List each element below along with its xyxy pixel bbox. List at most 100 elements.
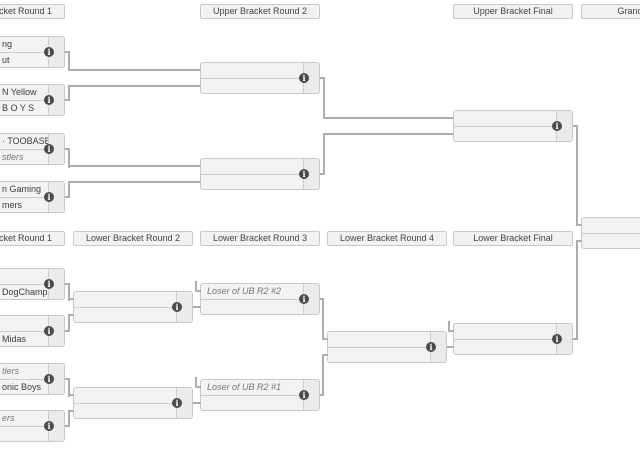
connector-line bbox=[69, 85, 200, 87]
connector-line bbox=[320, 394, 324, 396]
team-slot bbox=[454, 324, 572, 340]
header-lower-bracket-round-3: Lower Bracket Round 3 bbox=[200, 231, 320, 246]
info-icon[interactable]: i bbox=[299, 293, 309, 304]
header-lower-bracket-final: Lower Bracket Final bbox=[453, 231, 573, 246]
team-slot: onic Boys bbox=[0, 380, 64, 395]
match-ub-r1-1[interactable]: ng ut i bbox=[0, 36, 65, 68]
info-icon[interactable]: i bbox=[44, 191, 54, 202]
team-slot: stlers bbox=[0, 150, 64, 165]
connector-line bbox=[65, 425, 70, 427]
info-icon[interactable]: i bbox=[552, 120, 562, 131]
connector-line bbox=[322, 298, 324, 340]
connector-line bbox=[323, 133, 325, 175]
connector-line bbox=[320, 298, 324, 300]
connector-line bbox=[68, 148, 70, 168]
match-ub-r1-3[interactable]: · TOOBASED stlers i bbox=[0, 133, 65, 165]
match-lb-r2-1[interactable]: i bbox=[73, 291, 193, 323]
connector-line bbox=[320, 77, 325, 79]
connector-line bbox=[69, 314, 74, 316]
info-icon[interactable]: i bbox=[44, 373, 54, 384]
match-ub-r2-1[interactable]: i bbox=[200, 62, 320, 94]
team-slot bbox=[582, 234, 640, 249]
match-ub-r1-4[interactable]: n Gaming mers i bbox=[0, 181, 65, 213]
info-icon[interactable]: i bbox=[44, 94, 54, 105]
team-name: mers bbox=[2, 200, 22, 210]
connector-line bbox=[68, 181, 70, 198]
info-icon[interactable]: i bbox=[426, 341, 436, 352]
info-icon[interactable]: i bbox=[44, 143, 54, 154]
team-slot: B O Y S bbox=[0, 101, 64, 116]
team-slot bbox=[201, 63, 319, 79]
match-lb-r1-4[interactable]: ers i bbox=[0, 410, 65, 442]
connector-line bbox=[68, 410, 70, 427]
connector-line bbox=[323, 77, 325, 119]
connector-line bbox=[65, 99, 70, 101]
team-slot: N Yellow bbox=[0, 85, 64, 101]
info-icon[interactable]: i bbox=[44, 420, 54, 431]
match-lb-r1-1[interactable]: DogChamp i bbox=[0, 268, 65, 300]
connector-line bbox=[323, 354, 328, 356]
connector-line bbox=[69, 394, 74, 396]
placeholder-name: Loser of UB R2 #1 bbox=[207, 382, 282, 392]
team-slot: tlers bbox=[0, 364, 64, 380]
team-slot: ers bbox=[0, 411, 64, 427]
connector-line bbox=[68, 378, 70, 397]
team-slot bbox=[201, 159, 319, 175]
info-icon[interactable]: i bbox=[44, 46, 54, 57]
loser-hook bbox=[195, 281, 197, 292]
match-lb-r1-3[interactable]: tlers onic Boys i bbox=[0, 363, 65, 395]
match-grand-final[interactable]: i bbox=[581, 217, 640, 249]
connector-line bbox=[573, 338, 578, 340]
connector-line bbox=[573, 125, 578, 127]
match-lb-r3-2[interactable]: Loser of UB R2 #1 i bbox=[200, 379, 320, 411]
connector-line bbox=[68, 51, 70, 71]
match-lb-r2-2[interactable]: i bbox=[73, 387, 193, 419]
header-upper-bracket-round-2: Upper Bracket Round 2 bbox=[200, 4, 320, 19]
info-icon[interactable]: i bbox=[299, 72, 309, 83]
info-icon[interactable]: i bbox=[552, 333, 562, 344]
connector-line bbox=[577, 224, 582, 226]
team-slot: mers bbox=[0, 198, 64, 213]
match-ub-final[interactable]: i bbox=[453, 110, 573, 142]
team-name: ng bbox=[2, 39, 13, 49]
connector-line bbox=[69, 181, 200, 183]
loser-hook bbox=[196, 290, 201, 292]
connector-line bbox=[69, 410, 74, 412]
match-lb-r4-1[interactable]: i bbox=[327, 331, 447, 363]
match-lb-final[interactable]: i bbox=[453, 323, 573, 355]
team-slot bbox=[582, 218, 640, 234]
connector-line bbox=[68, 85, 70, 101]
team-name: ut bbox=[2, 55, 10, 65]
loser-hook bbox=[448, 321, 450, 332]
info-icon[interactable]: i bbox=[44, 325, 54, 336]
connector-line bbox=[65, 196, 70, 198]
team-slot: n Gaming bbox=[0, 182, 64, 198]
info-icon[interactable]: i bbox=[44, 278, 54, 289]
connector-line bbox=[65, 51, 70, 53]
connector-line bbox=[65, 378, 70, 380]
placeholder-name: Loser of UB R2 #2 bbox=[207, 286, 282, 296]
team-slot: Loser of UB R2 #2 bbox=[201, 284, 319, 300]
team-name: N Yellow bbox=[2, 87, 37, 97]
team-name: stlers bbox=[2, 152, 24, 162]
match-lb-r3-1[interactable]: Loser of UB R2 #2 i bbox=[200, 283, 320, 315]
header-lower-bracket-round-4: Lower Bracket Round 4 bbox=[327, 231, 447, 246]
connector-line bbox=[193, 402, 201, 404]
match-lb-r1-2[interactable]: Midas i bbox=[0, 315, 65, 347]
team-name: · TOOBASED bbox=[2, 136, 58, 146]
match-ub-r1-2[interactable]: N Yellow B O Y S i bbox=[0, 84, 65, 116]
info-icon[interactable]: i bbox=[172, 397, 182, 408]
team-slot: DogChamp bbox=[0, 285, 64, 300]
team-name: Midas bbox=[2, 334, 27, 344]
team-slot bbox=[454, 111, 572, 127]
info-icon[interactable]: i bbox=[299, 168, 309, 179]
connector-line bbox=[322, 354, 324, 396]
team-name: DogChamp bbox=[2, 287, 48, 297]
info-icon[interactable]: i bbox=[299, 389, 309, 400]
info-icon[interactable]: i bbox=[172, 301, 182, 312]
header-upper-bracket-round-1: Upper Bracket Round 1 bbox=[0, 4, 65, 19]
team-name: tlers bbox=[2, 366, 20, 376]
match-ub-r2-2[interactable]: i bbox=[200, 158, 320, 190]
connector-line bbox=[324, 133, 453, 135]
